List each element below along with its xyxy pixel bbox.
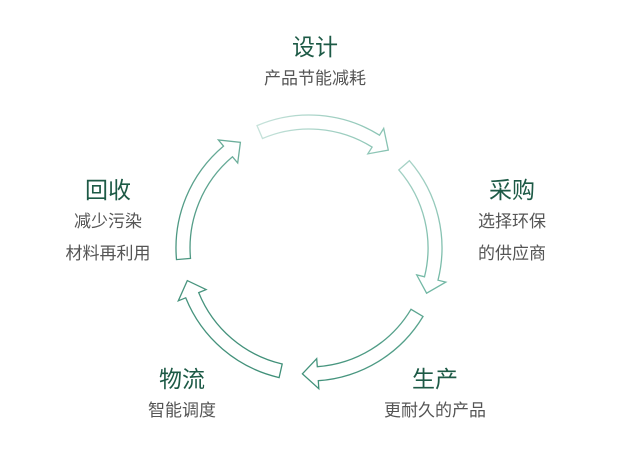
stage-description-line: 材料再利用 <box>65 244 151 264</box>
stage-procurement: 采购 选择环保 的供应商 <box>462 176 562 269</box>
stage-description-line: 智能调度 <box>148 401 216 421</box>
stage-logistics: 物流 智能调度 <box>130 365 234 428</box>
stage-design: 设计 产品节能减耗 <box>230 33 400 96</box>
stage-description-line: 产品节能减耗 <box>264 69 366 89</box>
stage-production: 生产 更耐久的产品 <box>360 365 510 428</box>
stage-title: 设计 <box>292 35 338 61</box>
stage-recycling: 回收 减少污染 材料再利用 <box>44 176 172 269</box>
stage-title: 生产 <box>412 367 458 393</box>
stage-title: 物流 <box>159 367 205 393</box>
stage-description-line: 更耐久的产品 <box>384 401 486 421</box>
arrow-design <box>256 114 390 155</box>
stage-title: 采购 <box>489 178 535 204</box>
cycle-arrows <box>175 114 448 391</box>
arrow-procurement <box>397 159 448 295</box>
stage-description-line: 选择环保 <box>478 212 546 232</box>
stage-description-line: 的供应商 <box>478 244 546 264</box>
stage-description-line: 减少污染 <box>74 212 142 232</box>
arrow-logistics <box>177 279 283 379</box>
arrow-production <box>301 308 424 391</box>
stage-title: 回收 <box>85 178 131 204</box>
arrow-recycling <box>175 139 242 261</box>
